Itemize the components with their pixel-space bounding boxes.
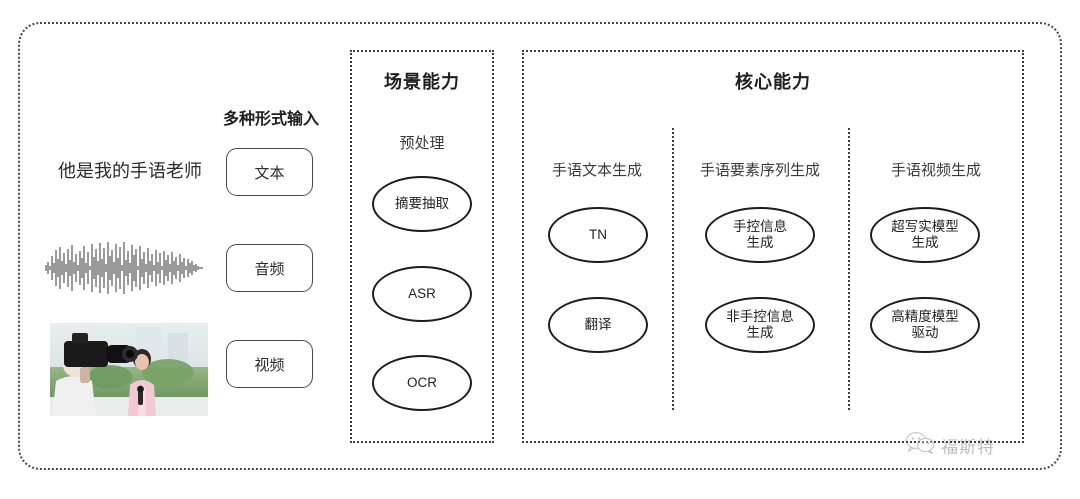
watermark: 福斯特 — [905, 432, 995, 459]
node-label: TN — [589, 227, 607, 243]
core-column-label: 手语要素序列生成 — [699, 162, 820, 179]
core-node[interactable]: 翻译 — [548, 297, 648, 353]
modality-pill-video[interactable]: 视频 — [226, 340, 313, 388]
node-label: 非手控信息生成 — [726, 309, 794, 340]
video-thumbnail-icon — [50, 323, 208, 416]
core-panel-title: 核心能力 — [735, 72, 811, 92]
modality-pill-text[interactable]: 文本 — [226, 148, 313, 196]
modality-pill-label: 音频 — [254, 260, 285, 278]
modality-pill-label: 文本 — [254, 164, 285, 182]
audio-waveform-icon — [42, 240, 207, 296]
scene-node[interactable]: OCR — [372, 355, 472, 411]
core-node[interactable]: 超写实模型生成 — [870, 207, 980, 263]
watermark-text: 福斯特 — [941, 438, 995, 457]
scene-capability-panel — [350, 50, 494, 443]
node-label: ASR — [408, 286, 436, 302]
scene-group-label: 预处理 — [399, 135, 445, 152]
core-node[interactable]: 非手控信息生成 — [705, 297, 815, 353]
modality-pill-label: 视频 — [254, 356, 285, 374]
input-section-heading: 多种形式输入 — [222, 111, 319, 128]
outer-dotted-frame — [18, 22, 1062, 470]
wechat-icon — [905, 432, 935, 459]
core-column-divider — [672, 128, 674, 410]
core-column-label: 手语视频生成 — [890, 162, 981, 179]
core-node[interactable]: TN — [548, 207, 648, 263]
input-sentence-text: 他是我的手语老师 — [58, 161, 202, 181]
node-label: 超写实模型生成 — [891, 219, 959, 250]
core-capability-panel — [522, 50, 1024, 443]
node-label: 高精度模型驱动 — [891, 309, 959, 340]
node-label: 摘要抽取 — [395, 196, 449, 212]
scene-node[interactable]: 摘要抽取 — [372, 176, 472, 232]
node-label: 翻译 — [584, 317, 612, 333]
core-column-label: 手语文本生成 — [551, 162, 642, 179]
scene-panel-title: 场景能力 — [384, 72, 460, 92]
modality-pill-audio[interactable]: 音频 — [226, 244, 313, 292]
core-node[interactable]: 高精度模型驱动 — [870, 297, 980, 353]
core-node[interactable]: 手控信息生成 — [705, 207, 815, 263]
scene-node[interactable]: ASR — [372, 266, 472, 322]
node-label: OCR — [407, 375, 437, 391]
core-column-divider — [848, 128, 850, 410]
node-label: 手控信息生成 — [733, 219, 787, 250]
